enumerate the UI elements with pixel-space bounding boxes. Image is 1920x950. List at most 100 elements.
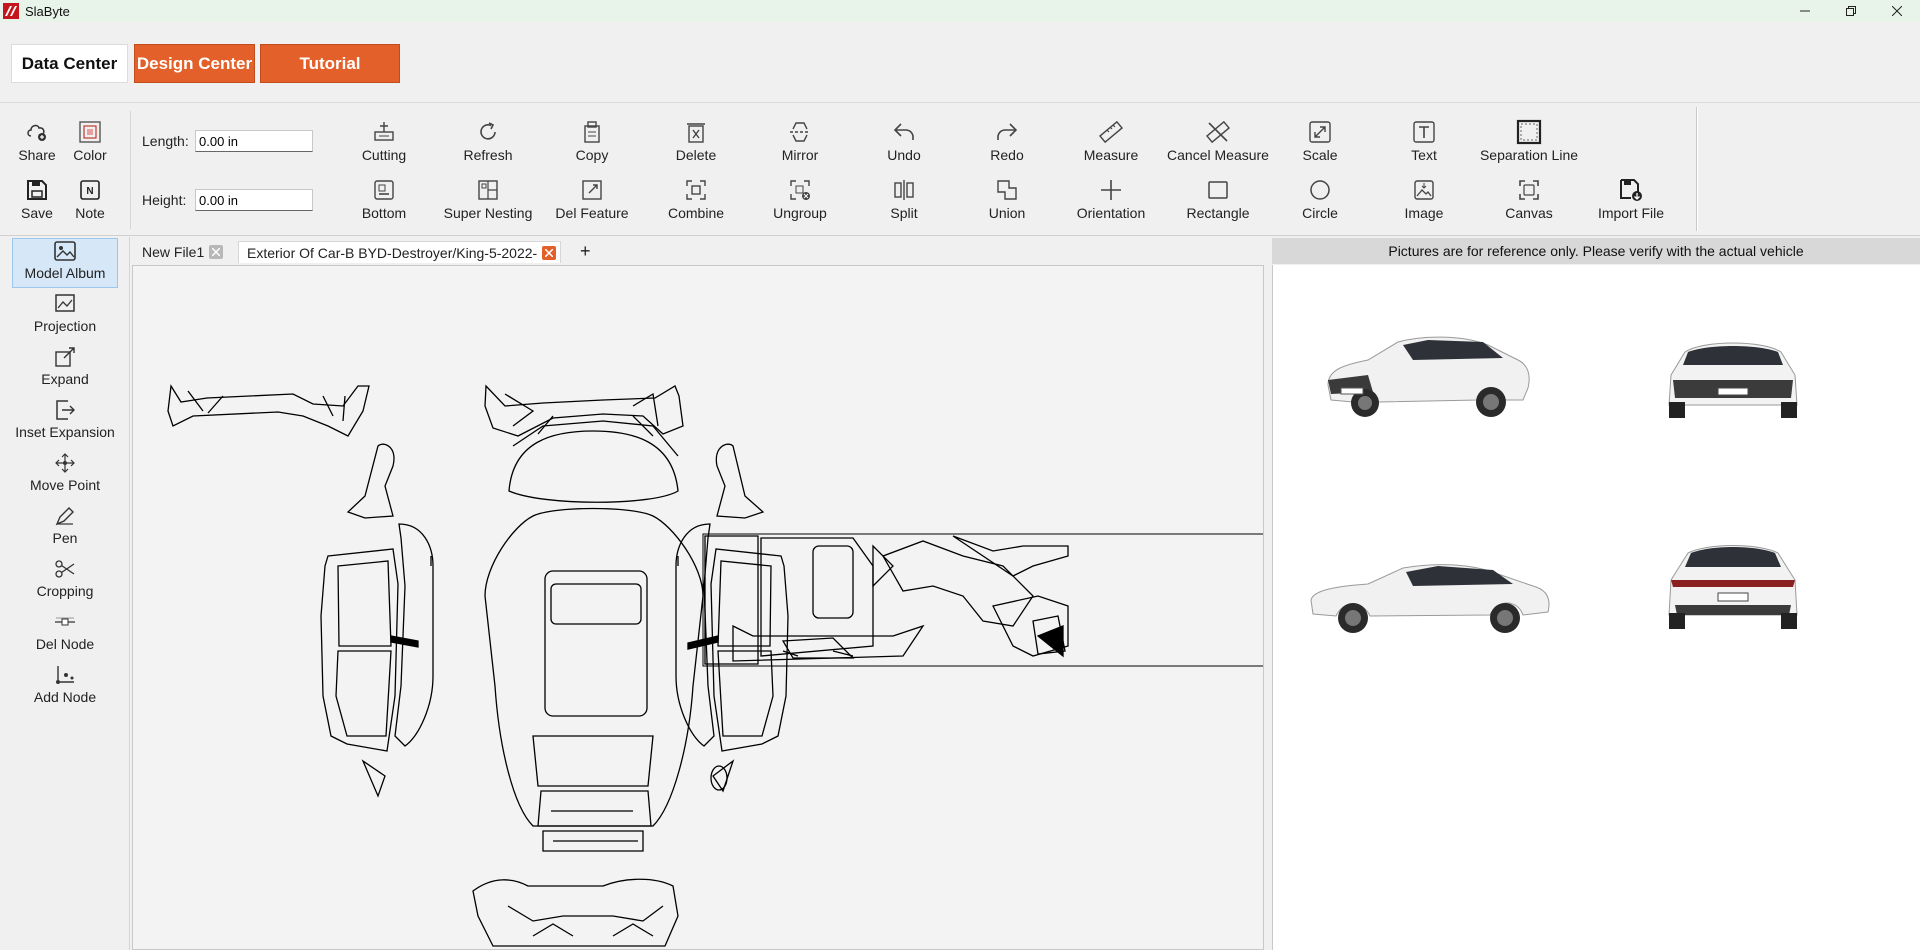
title-bar: SlaByte (0, 0, 1920, 22)
bottom-button[interactable]: Bottom (334, 177, 434, 227)
ruler-icon (1098, 119, 1124, 145)
rectangle-button[interactable]: Rectangle (1165, 177, 1271, 227)
height-input[interactable] (195, 189, 313, 211)
combine-button[interactable]: Combine (646, 177, 746, 227)
import-file-button[interactable]: Import File (1581, 177, 1681, 227)
bottom-icon (371, 177, 397, 203)
sidebar-item-add-node[interactable]: Add Node (12, 663, 118, 713)
del-feature-button[interactable]: Del Feature (542, 177, 642, 227)
add-tab-button[interactable]: + (580, 240, 591, 261)
projection-icon (53, 292, 77, 316)
super-nesting-button[interactable]: Super Nesting (438, 177, 538, 227)
delete-button[interactable]: Delete (646, 119, 746, 169)
separation-line-button[interactable]: Separation Line (1477, 119, 1581, 169)
design-canvas[interactable] (132, 265, 1264, 950)
combine-icon (683, 177, 709, 203)
data-center-button[interactable]: Data Center (11, 44, 128, 83)
sidebar-item-model-album[interactable]: Model Album (12, 238, 118, 288)
sidebar-item-projection[interactable]: Projection (12, 292, 118, 342)
tab-exterior-car[interactable]: Exterior Of Car-B BYD-Destroyer/King-5-2… (238, 241, 562, 263)
circle-button[interactable]: Circle (1270, 177, 1370, 227)
sidebar-item-cropping[interactable]: Cropping (12, 557, 118, 607)
canvas-button[interactable]: Canvas (1477, 177, 1581, 227)
length-input[interactable] (195, 130, 313, 152)
car-film-pattern-drawing (167, 384, 1263, 947)
sidebar-item-inset-expansion[interactable]: Inset Expansion (12, 398, 118, 448)
redo-button[interactable]: Redo (957, 119, 1057, 169)
toolbar-divider (130, 111, 131, 229)
car-front-image[interactable] (1663, 330, 1803, 422)
minimize-icon[interactable] (1782, 0, 1828, 22)
undo-button[interactable]: Undo (854, 119, 954, 169)
car-rear-image[interactable] (1663, 535, 1803, 635)
mirror-icon (787, 119, 813, 145)
ungroup-button[interactable]: Ungroup (750, 177, 850, 227)
copy-button[interactable]: Copy (542, 119, 642, 169)
copy-icon (579, 119, 605, 145)
separation-line-icon (1516, 119, 1542, 145)
restore-icon[interactable] (1828, 0, 1874, 22)
tutorial-button[interactable]: Tutorial (260, 44, 400, 83)
measure-button[interactable]: Measure (1061, 119, 1161, 169)
canvas-icon (1516, 177, 1542, 203)
text-icon (1411, 119, 1437, 145)
cancel-ruler-icon (1205, 119, 1231, 145)
refresh-button[interactable]: Refresh (438, 119, 538, 169)
image-button[interactable]: Image (1374, 177, 1474, 227)
mirror-button[interactable]: Mirror (750, 119, 850, 169)
tab-new-file1[interactable]: New File1 (142, 241, 224, 263)
inset-expansion-icon (53, 398, 77, 422)
album-icon (53, 239, 77, 263)
note-button[interactable]: N Note (63, 177, 117, 227)
floppy-save-icon (24, 177, 50, 203)
del-node-icon (53, 610, 77, 634)
document-tabs: New File1 Exterior Of Car-B BYD-Destroye… (132, 238, 1265, 264)
note-icon: N (77, 177, 103, 203)
undo-icon (891, 119, 917, 145)
design-center-button[interactable]: Design Center (134, 44, 255, 83)
rectangle-icon (1205, 177, 1231, 203)
text-button[interactable]: Text (1374, 119, 1474, 169)
del-feature-icon (579, 177, 605, 203)
image-icon (1411, 177, 1437, 203)
svg-text:N: N (86, 186, 93, 197)
app-logo-icon (3, 3, 19, 19)
car-front-three-quarter-image[interactable] (1323, 330, 1533, 420)
delete-icon (683, 119, 709, 145)
ungroup-icon (787, 177, 813, 203)
orientation-button[interactable]: Orientation (1061, 177, 1161, 227)
tab-close-icon[interactable] (209, 245, 224, 259)
expand-icon (53, 345, 77, 369)
redo-icon (994, 119, 1020, 145)
pen-icon (53, 504, 77, 528)
left-sidebar: Model Album Projection Expand Inset Expa… (0, 237, 130, 950)
share-button[interactable]: Share (10, 119, 64, 169)
split-button[interactable]: Split (854, 177, 954, 227)
circle-icon (1307, 177, 1333, 203)
import-file-icon (1618, 177, 1644, 203)
reference-panel (1272, 265, 1920, 950)
tab-close-icon[interactable] (542, 245, 557, 260)
sidebar-item-expand[interactable]: Expand (12, 345, 118, 395)
color-swatch-icon (77, 119, 103, 145)
sidebar-item-move-point[interactable]: Move Point (12, 451, 118, 501)
scale-icon (1307, 119, 1333, 145)
car-side-image[interactable] (1308, 560, 1553, 635)
color-button[interactable]: Color (63, 119, 117, 169)
scale-button[interactable]: Scale (1270, 119, 1370, 169)
save-button[interactable]: Save (10, 177, 64, 227)
cancel-measure-button[interactable]: Cancel Measure (1165, 119, 1271, 169)
toolbar-end-divider (1696, 107, 1698, 231)
union-icon (994, 177, 1020, 203)
sidebar-item-del-node[interactable]: Del Node (12, 610, 118, 660)
scissors-icon (53, 557, 77, 581)
height-label: Height: (142, 192, 187, 208)
top-navigation: Data Center Design Center Tutorial (0, 22, 1920, 102)
sidebar-item-pen[interactable]: Pen (12, 504, 118, 554)
add-node-icon (53, 663, 77, 687)
close-icon[interactable] (1874, 0, 1920, 22)
app-title: SlaByte (25, 3, 70, 19)
cutting-button[interactable]: Cutting (334, 119, 434, 169)
union-button[interactable]: Union (957, 177, 1057, 227)
cutting-icon (371, 119, 397, 145)
